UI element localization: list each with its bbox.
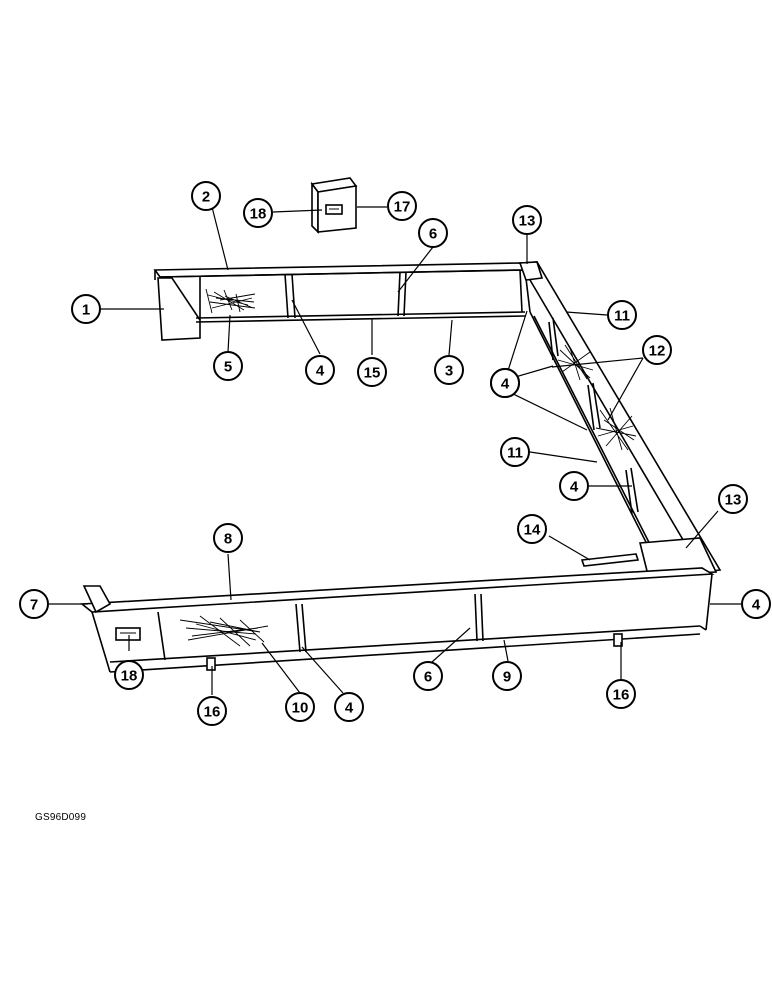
callout-4: 4 bbox=[741, 589, 771, 619]
callout-4: 4 bbox=[305, 355, 335, 385]
callout-circle bbox=[197, 696, 227, 726]
part-14 bbox=[580, 553, 640, 567]
callout-label: 16 bbox=[204, 704, 221, 721]
callout-18: 18 bbox=[243, 198, 273, 228]
callout-label: 9 bbox=[503, 669, 511, 686]
callout-12: 12 bbox=[642, 335, 672, 365]
callout-label: 12 bbox=[649, 343, 666, 360]
callout-circle bbox=[741, 589, 771, 619]
callout-circle bbox=[492, 661, 522, 691]
leader-lines bbox=[49, 206, 741, 695]
callout-4: 4 bbox=[559, 471, 589, 501]
callout-4: 4 bbox=[490, 368, 520, 398]
right-side-rail bbox=[518, 261, 722, 576]
callout-circle bbox=[642, 335, 672, 365]
callout-circle bbox=[114, 660, 144, 690]
callout-group: 1234564151817131112411413148741816104691… bbox=[19, 181, 771, 726]
callout-2: 2 bbox=[191, 181, 221, 211]
callout-label: 10 bbox=[292, 700, 309, 717]
callout-circle bbox=[490, 368, 520, 398]
callout-9: 9 bbox=[492, 661, 522, 691]
callout-circle bbox=[517, 514, 547, 544]
callout-circle bbox=[213, 351, 243, 381]
callout-label: 13 bbox=[725, 492, 742, 509]
callout-circle bbox=[500, 437, 530, 467]
callout-6: 6 bbox=[418, 218, 448, 248]
callout-label: 1 bbox=[82, 302, 90, 319]
callout-circle bbox=[191, 181, 221, 211]
callout-6: 6 bbox=[413, 661, 443, 691]
callout-label: 4 bbox=[501, 376, 510, 393]
callout-18: 18 bbox=[114, 660, 144, 690]
callout-circle bbox=[285, 692, 315, 722]
callout-circle bbox=[512, 205, 542, 235]
callout-11: 11 bbox=[607, 300, 637, 330]
callout-label: 13 bbox=[519, 213, 536, 230]
callout-label: 3 bbox=[445, 363, 453, 380]
callout-circle bbox=[19, 589, 49, 619]
callout-label: 17 bbox=[394, 199, 411, 216]
callout-15: 15 bbox=[357, 357, 387, 387]
callout-circle bbox=[387, 191, 417, 221]
callout-label: 4 bbox=[345, 700, 354, 717]
callout-13: 13 bbox=[718, 484, 748, 514]
callout-1: 1 bbox=[71, 294, 101, 324]
callout-label: 15 bbox=[364, 365, 381, 382]
callout-10: 10 bbox=[285, 692, 315, 722]
callout-circle bbox=[434, 355, 464, 385]
callout-label: 8 bbox=[224, 531, 232, 548]
callout-17: 17 bbox=[387, 191, 417, 221]
callout-label: 11 bbox=[507, 445, 523, 462]
callout-13: 13 bbox=[512, 205, 542, 235]
callout-circle bbox=[418, 218, 448, 248]
callout-circle bbox=[607, 300, 637, 330]
callout-16: 16 bbox=[197, 696, 227, 726]
callout-label: 6 bbox=[424, 669, 432, 686]
callout-label: 18 bbox=[121, 668, 138, 685]
callout-circle bbox=[357, 357, 387, 387]
callout-label: 6 bbox=[429, 226, 437, 243]
callout-label: 5 bbox=[224, 359, 232, 376]
rear-side-rail bbox=[153, 262, 527, 341]
front-side-rail bbox=[79, 567, 715, 673]
box-part-17 bbox=[310, 177, 358, 234]
callout-circle bbox=[718, 484, 748, 514]
callout-circle bbox=[559, 471, 589, 501]
callout-circle bbox=[305, 355, 335, 385]
callout-label: 11 bbox=[614, 308, 630, 325]
callout-label: 16 bbox=[613, 687, 630, 704]
figure-code: GS96D099 bbox=[35, 812, 87, 823]
callout-circle bbox=[71, 294, 101, 324]
callout-label: 4 bbox=[752, 597, 761, 614]
callout-3: 3 bbox=[434, 355, 464, 385]
callout-circle bbox=[213, 523, 243, 553]
callout-label: 7 bbox=[30, 597, 38, 614]
callout-circle bbox=[606, 679, 636, 709]
callout-7: 7 bbox=[19, 589, 49, 619]
callout-11: 11 bbox=[500, 437, 530, 467]
callout-circle bbox=[413, 661, 443, 691]
callout-circle bbox=[243, 198, 273, 228]
callout-14: 14 bbox=[517, 514, 547, 544]
callout-8: 8 bbox=[213, 523, 243, 553]
callout-label: 4 bbox=[316, 363, 325, 380]
callout-5: 5 bbox=[213, 351, 243, 381]
callout-label: 4 bbox=[570, 479, 579, 496]
callout-label: 2 bbox=[202, 189, 210, 206]
callout-16: 16 bbox=[606, 679, 636, 709]
callout-label: 18 bbox=[250, 206, 267, 223]
callout-circle bbox=[334, 692, 364, 722]
callout-label: 14 bbox=[524, 522, 541, 539]
callout-4: 4 bbox=[334, 692, 364, 722]
